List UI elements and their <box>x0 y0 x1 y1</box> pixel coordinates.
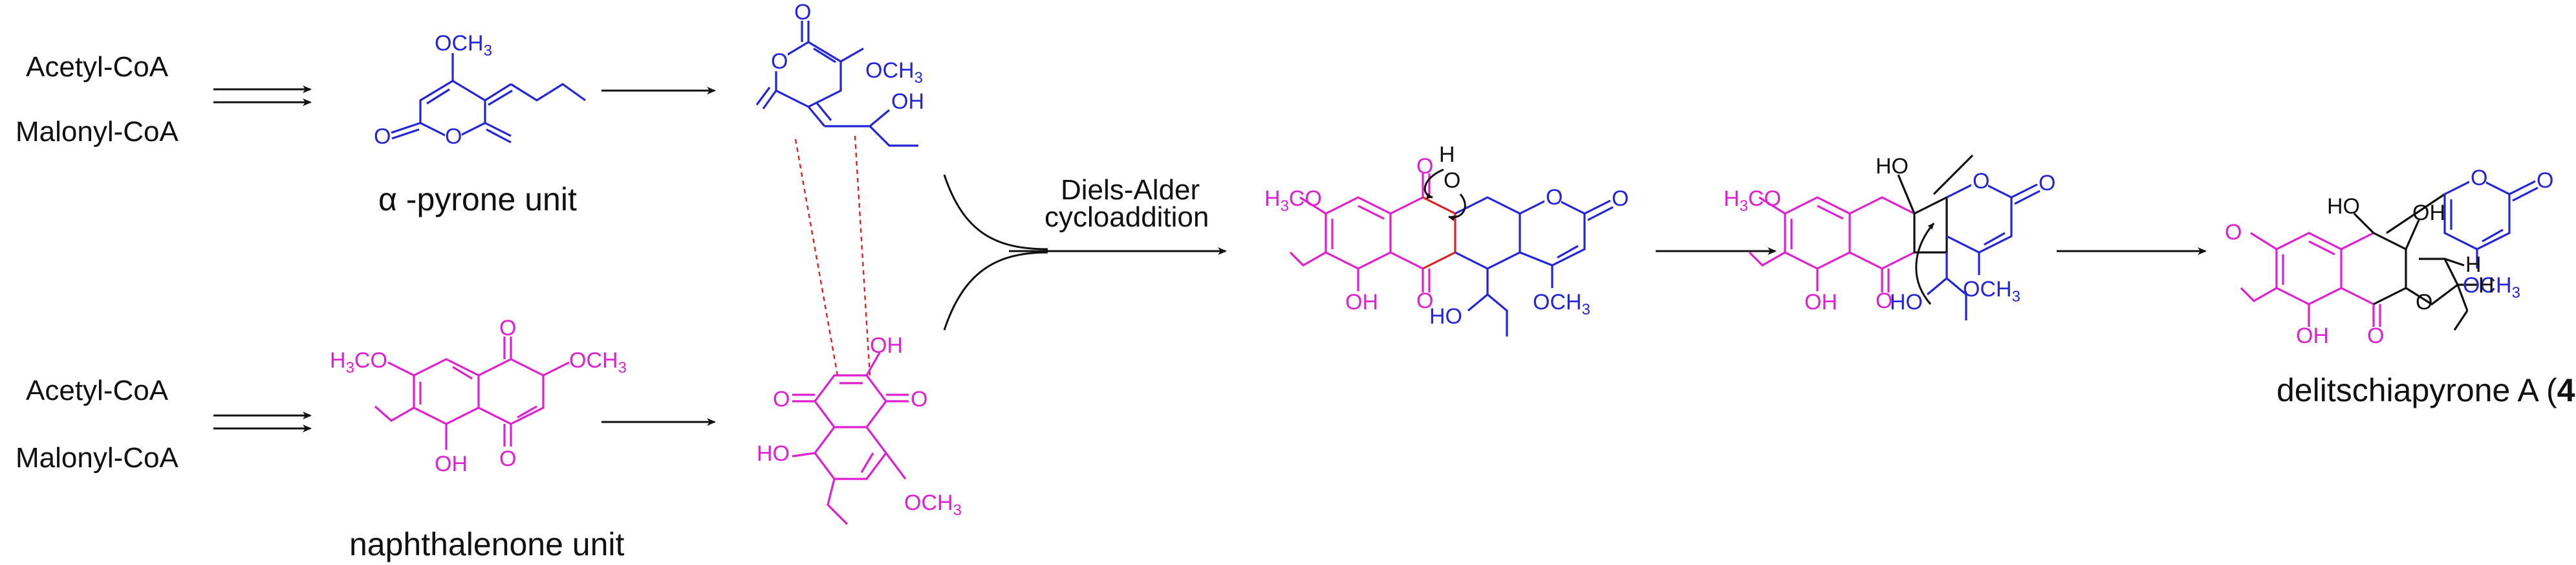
naph-methoxy-left: H3CO <box>330 348 387 377</box>
naph-carbonyl-oxygen-top: O <box>499 316 516 340</box>
product-methoxy-left: O <box>2225 220 2242 245</box>
intermediate-methoxy: OCH3 <box>1963 277 2020 305</box>
adduct-h-label: H <box>1439 142 1455 167</box>
precursor-malonyl-coa-top: Malonyl-CoA <box>16 116 179 148</box>
product-hydroxyl-right: OH <box>2412 201 2445 225</box>
product-compound-number: 40 <box>2557 372 2576 408</box>
product-h-lower: H <box>2478 273 2495 298</box>
pyrone-ring-oxygen: O <box>445 124 462 149</box>
reaction-label-line2: cycloaddition <box>1044 201 1209 233</box>
pyrone-carbonyl-oxygen: O <box>374 124 391 149</box>
dienophile-structure: O O OH HO OCH3 <box>757 333 962 526</box>
precursor-malonyl-coa-bottom: Malonyl-CoA <box>16 442 179 474</box>
pyrone-methoxy: OCH3 <box>435 31 492 60</box>
adduct-ring-oxygen: O <box>1546 185 1563 210</box>
dienophile-carbonyl-left: O <box>773 387 790 412</box>
pyrone-unit-caption: α -pyrone unit <box>378 181 577 217</box>
product-carbonyl-oxygen: O <box>2537 168 2553 193</box>
cycloaddition-alignment-1 <box>794 138 839 376</box>
cycloaddition-alignment-2 <box>854 135 871 376</box>
adduct-hydroxyl: OH <box>1345 290 1378 315</box>
precursor-acetyl-coa-top: Acetyl-CoA <box>26 51 169 83</box>
hydroxylated-pyrone-structure: O O OCH3 OH <box>755 0 924 147</box>
product-ring-oxygen: O <box>2471 166 2487 190</box>
diene-hydroxyl: OH <box>891 89 924 114</box>
intermediate-structure: O O OCH3 HO HO O H3CO OH <box>1724 154 2055 320</box>
intermediate-hydroxyl-bottom: OH <box>1804 290 1837 315</box>
intermediate-carbonyl-oxygen: O <box>2039 171 2055 195</box>
diene-methoxy: OCH3 <box>865 58 923 87</box>
product-h-upper: H <box>2465 252 2482 277</box>
diene-ring-oxygen: O <box>771 49 788 74</box>
naphthalenone-unit-structure: O O OCH3 H3CO OH <box>330 316 627 476</box>
intermediate-methoxy-left: H3CO <box>1724 186 1781 215</box>
intermediate-ho: HO <box>1890 290 1923 315</box>
naph-methoxy-right: OCH3 <box>569 348 627 377</box>
adduct-methoxy-left: H3CO <box>1264 186 1322 215</box>
pyrone-unit-structure: O O OCH3 <box>374 31 586 149</box>
product-methoxy: OCH3 <box>2463 273 2520 302</box>
dienophile-carbonyl-right: O <box>911 387 927 412</box>
delitschiapyrone-structure: O O OCH3 HO OH O H H O OH O <box>2225 166 2553 348</box>
adduct-carbonyl-oxygen: O <box>1612 186 1629 211</box>
precursor-acetyl-coa-bottom: Acetyl-CoA <box>26 375 169 406</box>
adduct-ho: HO <box>1429 304 1462 329</box>
precursor-arrows-top <box>213 85 312 106</box>
reaction-label-line1: Diels-Alder <box>1061 174 1200 206</box>
dienophile-methoxy: OCH3 <box>904 491 962 519</box>
adduct-methoxy: OCH3 <box>1533 290 1590 318</box>
product-name: delitschiapyrone A (40) <box>2277 372 2576 408</box>
intermediate-ketone-oxygen: O <box>1876 289 1892 313</box>
product-ketone-oxygen: O <box>2367 324 2384 348</box>
diels-alder-arrow <box>943 174 1227 331</box>
naph-carbonyl-oxygen-bottom: O <box>499 447 516 471</box>
intermediate-ring-oxygen: O <box>1973 169 1989 194</box>
dienophile-enol-oh: OH <box>870 333 903 358</box>
product-ether-oxygen: O <box>2416 290 2432 315</box>
cycloadduct-structure: O O OCH3 HO O O H3CO OH H O <box>1264 142 1629 337</box>
intermediate-hydroxyl: HO <box>1876 154 1909 179</box>
adduct-ketone-oxygen: O <box>1416 154 1433 179</box>
precursor-arrows-bottom <box>213 412 312 432</box>
dienophile-ho: HO <box>757 441 790 466</box>
product-hydroxyl-left: HO <box>2327 194 2360 219</box>
product-phenol-oh: OH <box>2296 324 2329 348</box>
naphthalenone-unit-caption: naphthalenone unit <box>349 526 624 562</box>
adduct-ketone-oxygen-2: O <box>1416 289 1433 313</box>
diene-carbonyl-oxygen: O <box>794 0 811 25</box>
naph-hydroxyl: OH <box>435 452 468 476</box>
adduct-o-label: O <box>1444 168 1460 193</box>
